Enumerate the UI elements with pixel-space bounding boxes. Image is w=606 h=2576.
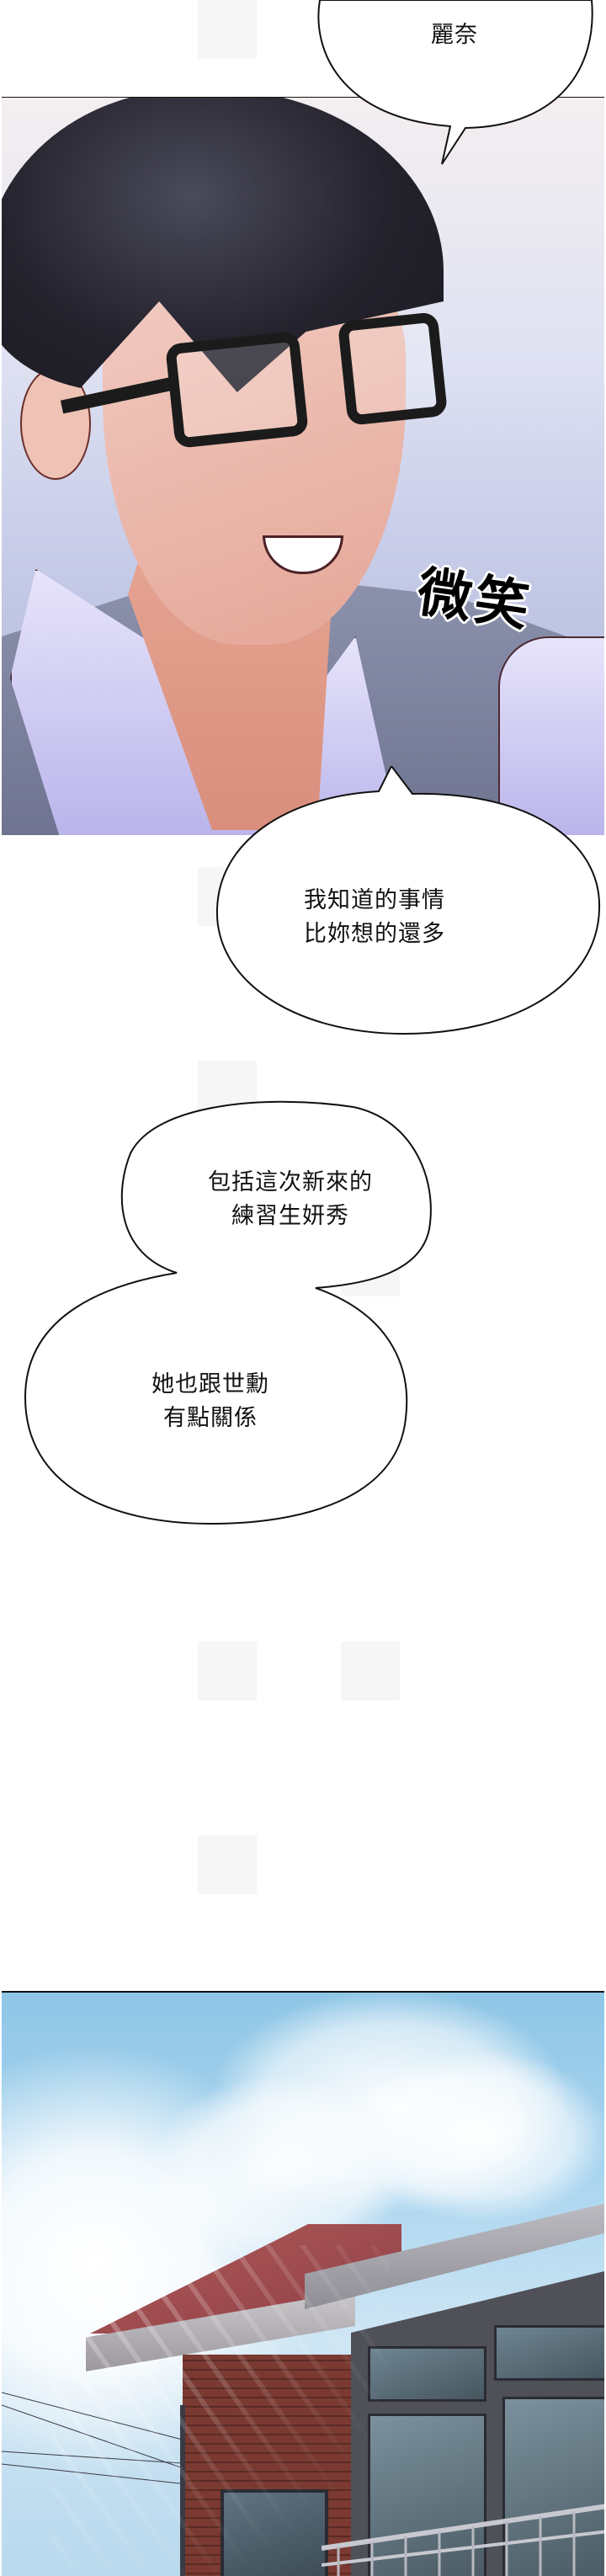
balcony-railing (322, 2504, 604, 2576)
bubble-4-text: 她也跟世勳 有點關係 (152, 1371, 269, 1431)
panel-smiling-man: 微笑 (2, 97, 604, 835)
small-window (221, 2489, 328, 2576)
glasses-right-lens (337, 311, 449, 426)
large-window-4 (502, 2397, 604, 2576)
bubble-2-text: 我知道的事情 比妳想的還多 (304, 887, 445, 947)
glasses-left-lens (164, 331, 310, 449)
sfx-smile-text: 微笑 (413, 560, 536, 640)
speech-bubble-3-4 (24, 1100, 432, 1525)
power-lines (2, 2392, 196, 2486)
large-window-2 (494, 2325, 604, 2381)
panel-building-sky (2, 1991, 604, 2576)
speech-bubble-1 (317, 0, 593, 165)
cloud (355, 2052, 604, 2220)
drainpipe (180, 2405, 185, 2576)
large-window-1 (368, 2346, 486, 2402)
bubble-3-text: 包括這次新來的 練習生妍秀 (208, 1169, 373, 1229)
speech-bubble-2 (215, 766, 601, 1035)
bubble-1-text: 麗奈 (431, 22, 478, 48)
light-rays (52, 2245, 389, 2576)
shirt-shoulder-right (498, 636, 604, 835)
